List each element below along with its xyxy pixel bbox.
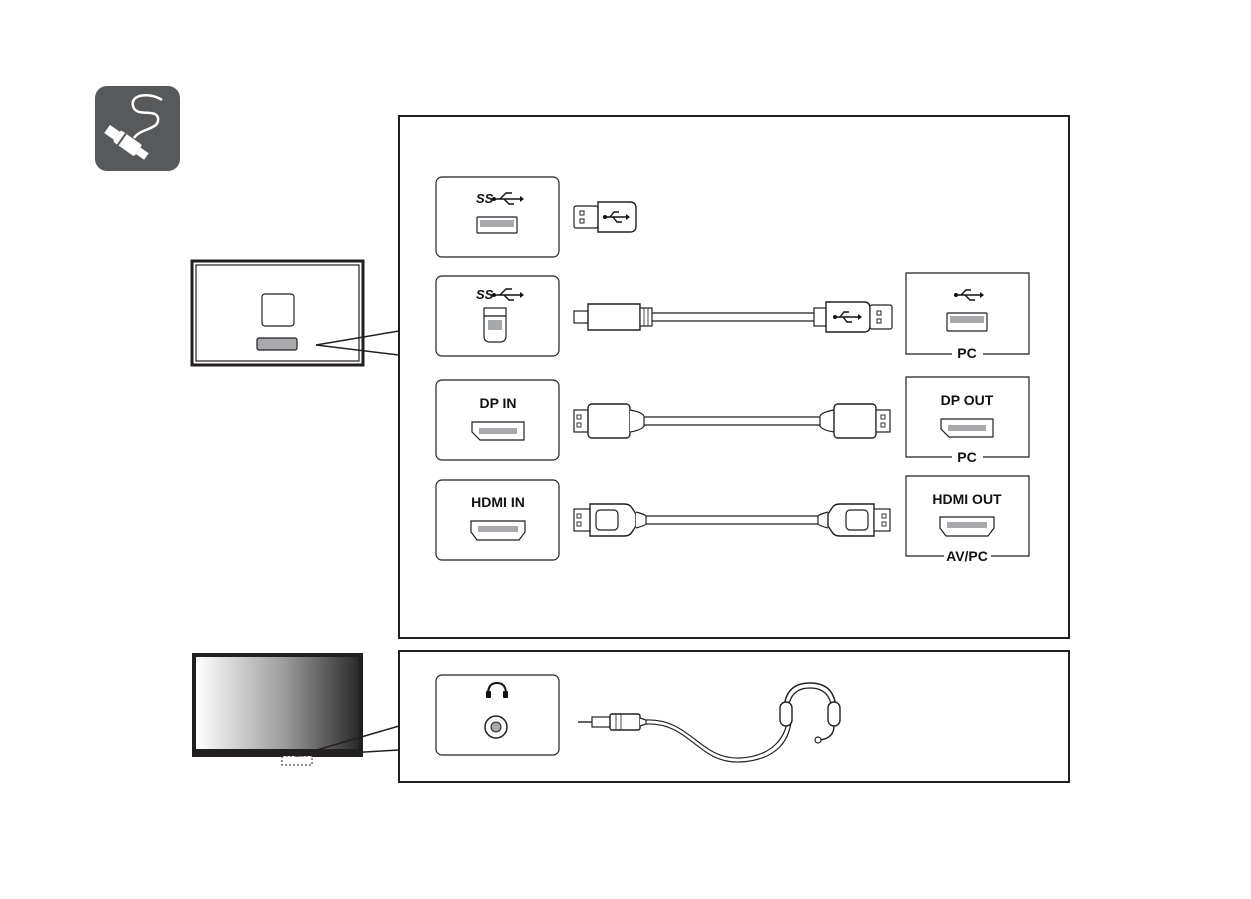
port-label: DP IN (479, 395, 516, 411)
usb-upstream-port: SS (436, 276, 559, 356)
device-caption: AV/PC (946, 548, 988, 564)
headphone-port (436, 675, 559, 755)
port-label: HDMI OUT (932, 491, 1002, 507)
port-label: DP OUT (941, 392, 994, 408)
hdmi-in-port: HDMI IN (436, 480, 559, 560)
port-label: HDMI IN (471, 494, 525, 510)
superspeed-label: SS (476, 191, 494, 206)
device-caption: PC (957, 449, 976, 465)
usb-downstream-port: SS (436, 177, 559, 257)
device-caption: PC (957, 345, 976, 361)
monitor-rear-view (192, 261, 399, 365)
dp-in-port: DP IN (436, 380, 559, 460)
usb-flash-drive (574, 202, 636, 232)
cable-connection-icon (95, 86, 180, 171)
monitor-front-view (192, 653, 399, 765)
superspeed-label: SS (476, 287, 494, 302)
